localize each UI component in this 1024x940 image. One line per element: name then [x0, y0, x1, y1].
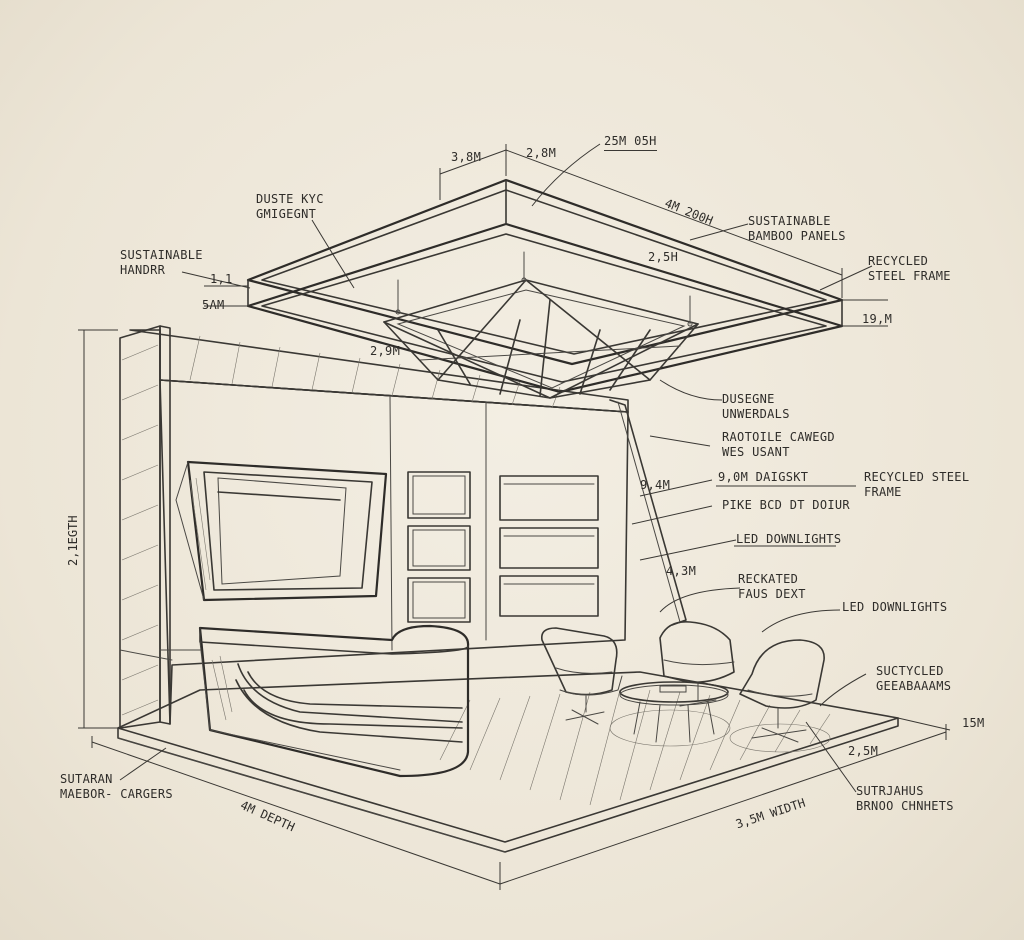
label-sustainable-handrr: SUSTAINABLE HANDRR	[120, 248, 203, 277]
label-raotoile: RAOTOILE CAWEGD WES USANT	[722, 430, 835, 459]
label-sutrjahus: SUTRJAHUS BRNOO CHNHETS	[856, 784, 954, 813]
label-recycled-steel-frame-top: RECYCLED STEEL FRAME	[868, 254, 951, 283]
dimension-lines	[78, 144, 951, 890]
dim-inner-label: 2,5H	[648, 250, 679, 264]
lounge-chair-3	[739, 639, 825, 743]
label-pike: PIKE BCD DT DOIUR	[722, 498, 850, 512]
label-dusegne: DUSEGNE UNWERDALS	[722, 392, 790, 421]
dim-94m-label: 9,4M	[640, 478, 671, 492]
back-wall	[119, 325, 687, 729]
label-led-downlights-right: LED DOWNLIGHTS	[842, 600, 948, 614]
dim-top-left-label: 3,8M	[451, 150, 482, 164]
dim-top-mid-label: 2,8M	[526, 146, 557, 160]
dim-15m-label: 15M	[962, 716, 985, 730]
label-duste-kyc: DUSTE KYC GMIGEGNT	[256, 192, 324, 221]
dim-small-label: 1,1	[210, 272, 233, 286]
dim-19m-label: 19,M	[862, 312, 893, 326]
wall-shelves-left	[407, 471, 471, 623]
dim-43m-label: 4,3M	[666, 564, 697, 578]
dim-height-label: 2,1EGTH	[66, 515, 80, 566]
label-sutaran: SUTARAN MAEBOR- CARGERS	[60, 772, 173, 801]
dim-25m-label: 2,5M	[848, 744, 879, 758]
dim-90m-label: 9,0M DAIGSKT	[718, 470, 809, 484]
lounge-chair-1	[540, 627, 623, 725]
label-sustainable-bamboo-panels: SUSTAINABLE BAMBOO PANELS	[748, 214, 846, 243]
dim-29m-label: 2,9M	[370, 344, 401, 358]
label-led-downlights-mid: LED DOWNLIGHTS	[736, 532, 842, 546]
label-recycled-steel-frame-mid: RECYCLED STEEL FRAME	[864, 470, 970, 499]
wall-shelves-right	[499, 475, 599, 617]
coffee-table	[619, 681, 729, 743]
reception-desk	[198, 624, 470, 778]
dim-top-right-label: 25M 05H	[604, 134, 657, 151]
dim-5am-label: 5AM	[202, 298, 225, 312]
label-suctycled: SUCTYCLED GEEABAAAMS	[876, 664, 952, 693]
wall-screen	[175, 460, 388, 602]
label-reckated: RECKATED FAUS DEXT	[738, 572, 806, 601]
ceiling-frame	[246, 178, 844, 399]
floor-platform	[117, 671, 899, 853]
leader-lines	[119, 143, 873, 793]
lounge-chair-2	[659, 621, 735, 707]
